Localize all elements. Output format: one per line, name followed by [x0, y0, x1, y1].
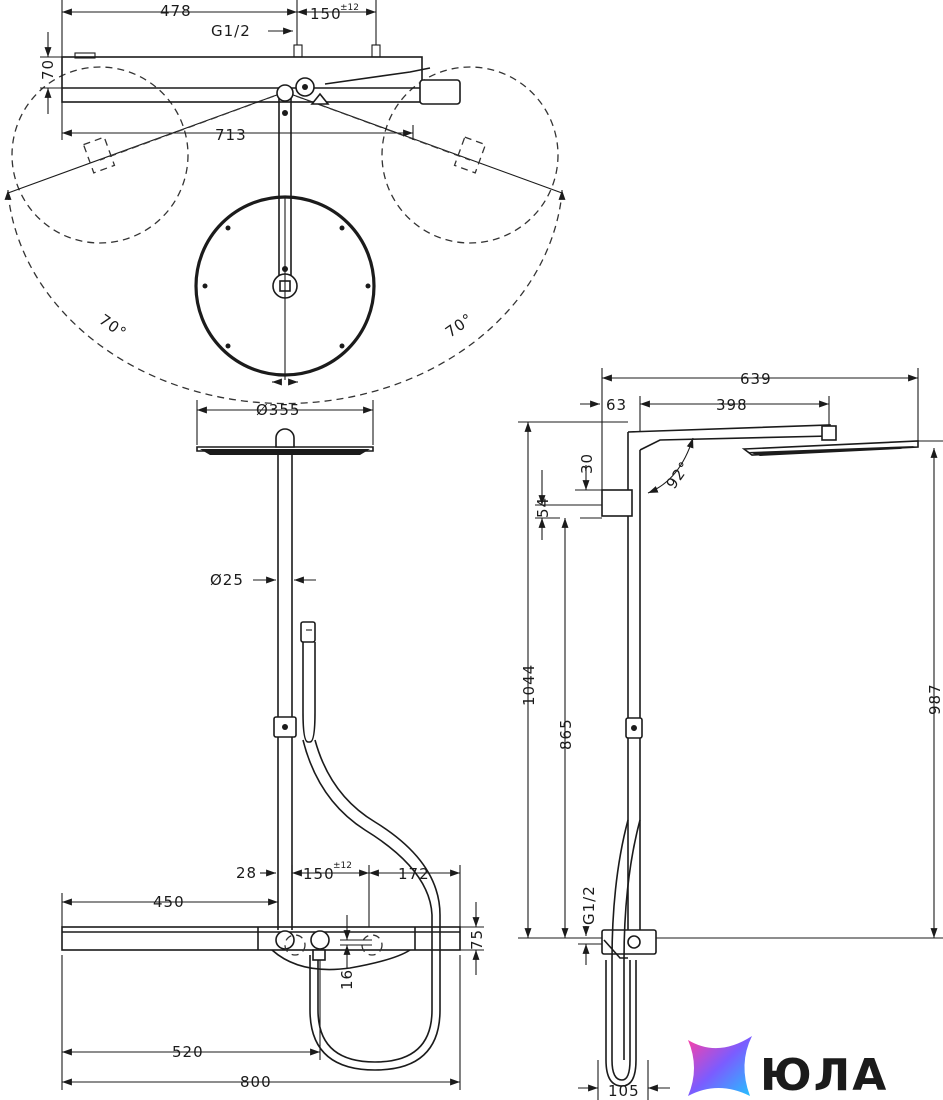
swing-arc [7, 192, 563, 405]
top-view: 478 150 ±12 G1/2 70 713 70° 70° [4, 0, 566, 405]
dim-713: 713 [215, 126, 247, 144]
thermostat-shelf-front [61, 926, 461, 951]
dim-30: 30 [578, 453, 596, 474]
star-gradient-icon [688, 1036, 752, 1096]
swing-circle-right [381, 66, 559, 244]
logo-text: ЮЛА [760, 1050, 888, 1100]
dim-70: 70 [39, 59, 57, 80]
wall-bracket [601, 489, 633, 517]
shower-head-front [196, 446, 374, 452]
dim-478: 478 [160, 2, 192, 20]
dim-150-front-tol: ±12 [333, 861, 352, 871]
dim-105: 105 [608, 1082, 640, 1100]
hand-shower-front [300, 621, 316, 643]
dim-800: 800 [240, 1073, 272, 1091]
dim-16: 16 [338, 969, 356, 990]
dim-28: 28 [236, 864, 257, 882]
dim-150-front: 150 [303, 865, 335, 883]
dim-1044: 1044 [520, 664, 538, 706]
dim-865: 865 [557, 718, 575, 750]
dim-150-top: 150 [310, 5, 342, 23]
dim-75: 75 [468, 929, 486, 950]
shower-head-side [741, 440, 919, 456]
dim-pipe-diameter: Ø25 [210, 571, 244, 589]
dim-g12-side: G1/2 [580, 885, 598, 925]
dim-angle-left: 70° [96, 311, 131, 343]
dim-987: 987 [926, 683, 943, 715]
dim-172: 172 [398, 865, 430, 883]
dim-639: 639 [740, 370, 772, 388]
dim-450: 450 [153, 893, 185, 911]
logo: ЮЛА [688, 1036, 888, 1100]
dim-angle-side: 92° [663, 458, 695, 493]
dim-54: 54 [534, 497, 552, 518]
dim-398: 398 [716, 396, 748, 414]
dim-head-diameter: Ø355 [256, 401, 300, 419]
top-shelf [61, 56, 423, 103]
dim-angle-right: 70° [442, 310, 477, 342]
dim-63: 63 [606, 396, 627, 414]
front-view: Ø355 Ø25 28 [61, 400, 486, 1091]
swing-circle-left [11, 66, 189, 244]
dim-g12-top: G1/2 [211, 22, 251, 40]
dim-150-top-tol: ±12 [340, 3, 359, 13]
side-view: 639 63 398 92° 30 54 1044 865 9 [518, 368, 943, 1100]
dim-520: 520 [172, 1043, 204, 1061]
